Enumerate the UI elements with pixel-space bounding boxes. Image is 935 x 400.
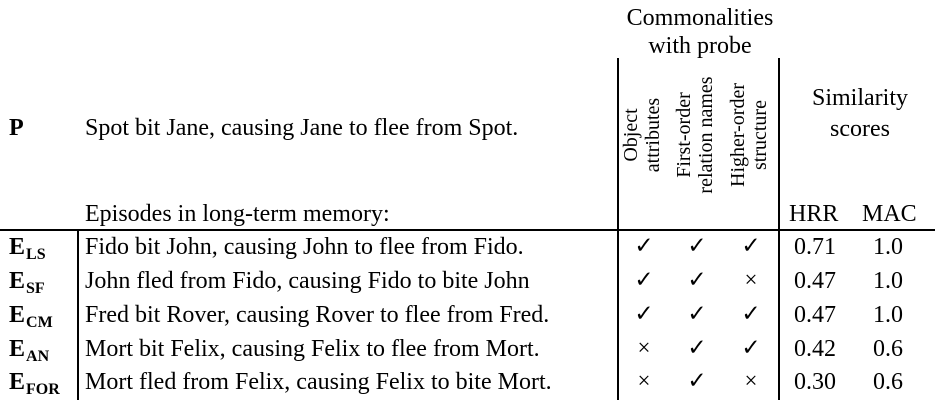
col-header-higher-line2: structure: [749, 100, 771, 170]
row-label-main: E: [9, 336, 26, 362]
row-mac-score: 1.0: [873, 234, 903, 260]
row-episode-text: Mort fled from Felix, causing Felix to b…: [85, 369, 552, 395]
col-header-first-order: First-order relation names: [673, 60, 717, 210]
row-label-sub: FOR: [26, 381, 60, 398]
row-higher-mark: ✓: [741, 335, 761, 360]
col-header-mac: MAC: [862, 201, 917, 227]
col-header-first-line2: relation names: [695, 76, 717, 194]
similarity-title: Similarity scores: [785, 84, 935, 143]
row-first-mark: ✓: [687, 233, 707, 258]
row-first-mark: ✓: [687, 301, 707, 326]
col-header-hrr: HRR: [789, 201, 839, 227]
row-higher-mark: ×: [744, 267, 758, 292]
col-header-higher-order: Higher-order structure: [727, 60, 771, 210]
row-higher-mark: ✓: [741, 301, 761, 326]
row-label: ECM: [9, 301, 53, 332]
commonalities-title-line1: Commonalities: [626, 5, 774, 31]
row-mac-score: 1.0: [873, 268, 903, 294]
row-episode-text: Fido bit John, causing John to flee from…: [85, 234, 524, 260]
row-label-main: E: [9, 268, 26, 294]
row-hrr-score: 0.47: [794, 268, 836, 294]
row-hrr-score: 0.71: [794, 234, 836, 260]
row-label-sub: AN: [26, 348, 50, 365]
row-higher-mark: ×: [744, 368, 758, 393]
row-object-mark: ✓: [634, 301, 654, 326]
row-higher-mark: ✓: [741, 233, 761, 258]
commonalities-title-line2: with probe: [648, 33, 752, 59]
row-first-mark: ✓: [687, 335, 707, 360]
col-header-first-line1: First-order: [673, 92, 695, 178]
col-header-object-attributes: Object attributes: [620, 60, 664, 210]
similarity-title-line2: scores: [830, 116, 890, 142]
row-label-sub: LS: [26, 246, 46, 263]
row-label-main: E: [9, 369, 26, 395]
col-header-higher-line1: Higher-order: [727, 83, 749, 187]
commonalities-title: Commonalities with probe: [600, 4, 800, 60]
col-header-object-line2: attributes: [642, 97, 664, 173]
row-episode-text: Fred bit Rover, causing Rover to flee fr…: [85, 302, 550, 328]
col-header-object-line1: Object: [620, 108, 642, 162]
row-label: ESF: [9, 267, 45, 298]
row-mac-score: 1.0: [873, 302, 903, 328]
row-label-sub: CM: [26, 314, 53, 331]
row-label-sub: SF: [26, 280, 45, 297]
row-object-mark: ✓: [634, 233, 654, 258]
row-hrr-score: 0.47: [794, 302, 836, 328]
row-label: EAN: [9, 335, 49, 366]
row-object-mark: ×: [637, 368, 651, 393]
row-first-mark: ✓: [687, 267, 707, 292]
row-episode-text: John fled from Fido, causing Fido to bit…: [85, 268, 530, 294]
header-rule: [0, 229, 935, 231]
probe-text: Spot bit Jane, causing Jane to flee from…: [85, 115, 519, 141]
row-label-main: E: [9, 234, 26, 260]
row-object-mark: ✓: [634, 267, 654, 292]
divider-label-column: [77, 230, 79, 400]
row-label-main: E: [9, 302, 26, 328]
row-mac-score: 0.6: [873, 336, 903, 362]
row-object-mark: ×: [637, 335, 651, 360]
episodes-label: Episodes in long-term memory:: [85, 201, 390, 227]
row-label: EFOR: [9, 368, 60, 399]
row-first-mark: ✓: [687, 368, 707, 393]
row-mac-score: 0.6: [873, 369, 903, 395]
probe-label: P: [9, 115, 24, 141]
row-hrr-score: 0.42: [794, 336, 836, 362]
row-episode-text: Mort bit Felix, causing Felix to flee fr…: [85, 336, 540, 362]
similarity-title-line1: Similarity: [812, 85, 908, 111]
row-hrr-score: 0.30: [794, 369, 836, 395]
row-label: ELS: [9, 233, 46, 264]
